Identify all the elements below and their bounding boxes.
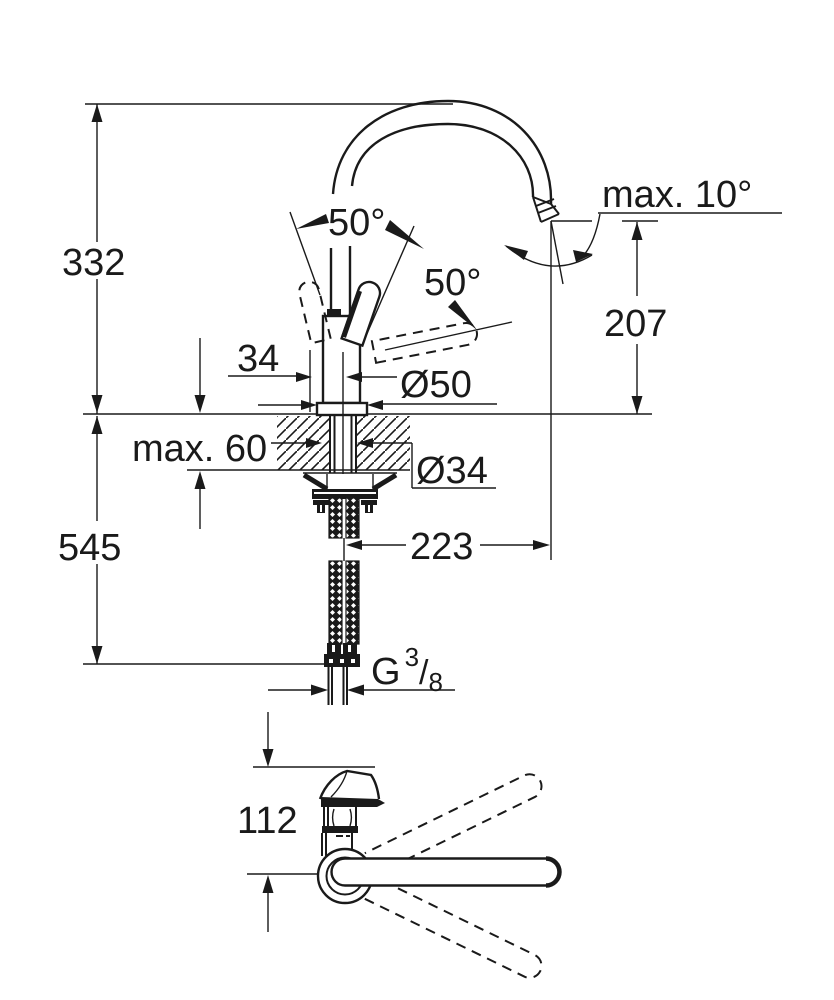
deck-thickness-label: max. 60	[132, 428, 267, 470]
supply-hoses	[324, 497, 360, 705]
dimension-332	[91, 104, 103, 414]
spout-reach-label: 223	[410, 526, 473, 568]
spout-swivel-dashed-lower	[364, 876, 543, 979]
handle-lever-dashed-right	[370, 322, 478, 364]
extension-lines	[83, 103, 782, 665]
spout-swivel-dashed-upper	[364, 773, 543, 876]
outlet-tilt-label: max. 10°	[602, 174, 752, 216]
base-diameter-label: Ø50	[400, 364, 472, 406]
spout-inner-arc	[350, 122, 535, 198]
outlet-height-label: 207	[604, 303, 667, 345]
dimension-34	[228, 372, 397, 382]
handle-offset-label: 34	[237, 338, 279, 380]
aerator-tip	[532, 196, 560, 223]
handle-lever-dashed-left	[298, 280, 332, 345]
handle-angle-left-label: 50°	[328, 202, 385, 244]
dimension-g38	[268, 684, 455, 696]
dimension-223	[346, 540, 550, 550]
side-view: 332 545 max. 60 34 Ø50 Ø34 223 207 max. …	[58, 99, 782, 705]
spout-height-label: 332	[62, 242, 125, 284]
handle-angle-right-label: 50°	[424, 262, 481, 304]
spout-top-view-solid	[330, 856, 562, 888]
dimension-545	[91, 416, 103, 664]
handle-lever-solid	[340, 280, 382, 348]
hose-length-label: 545	[58, 527, 121, 569]
lever-length-label: 112	[237, 800, 298, 842]
base-flange	[315, 401, 369, 417]
dimension-dia50	[258, 400, 497, 410]
top-view: 112	[237, 712, 562, 979]
dimension-max60	[194, 338, 206, 529]
dimension-207	[631, 222, 643, 414]
shank-diameter-label: Ø34	[416, 450, 488, 492]
mounting-hardware	[302, 472, 398, 513]
handle-angle-dimensions	[289, 211, 513, 351]
handle-top-view	[318, 769, 385, 856]
dimension-dia34	[271, 438, 496, 489]
shank	[329, 415, 357, 473]
outlet-tilt-indicator	[504, 213, 601, 267]
spout-outer-arc	[331, 99, 553, 205]
